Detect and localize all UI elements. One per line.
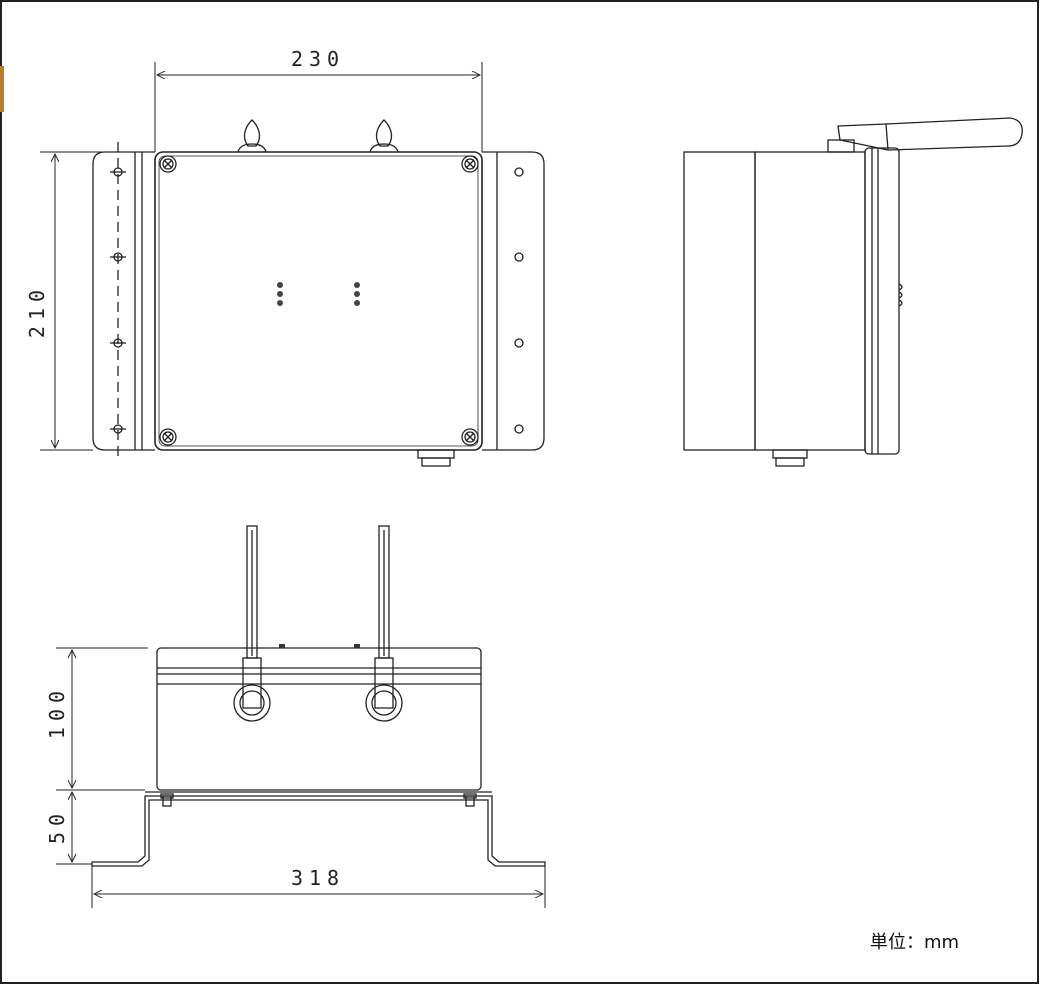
dimension-top-height xyxy=(40,151,155,451)
dim-label-318: 318 xyxy=(291,866,345,890)
left-bracket-holes xyxy=(110,167,126,434)
bottom-connector-top xyxy=(417,449,455,467)
antennas-front xyxy=(233,525,403,722)
corner-screws xyxy=(159,155,479,446)
mounting-bracket-front xyxy=(91,795,546,867)
dimension-bracket-height xyxy=(56,792,92,865)
side-bracket xyxy=(683,151,756,451)
front-view xyxy=(91,525,546,867)
side-view xyxy=(683,117,1023,467)
dimension-overall-width xyxy=(91,866,546,908)
bracket-bolts xyxy=(160,793,477,807)
side-body xyxy=(754,151,866,451)
top-view xyxy=(92,119,545,467)
dimension-front-height xyxy=(56,647,148,791)
dim-label-230: 230 xyxy=(291,47,345,71)
antenna-mounts-top xyxy=(237,119,399,153)
side-lid xyxy=(864,147,900,455)
right-bracket-holes xyxy=(514,167,524,434)
dim-label-210: 210 xyxy=(25,284,49,338)
side-antenna xyxy=(837,117,1023,151)
left-bracket-flange xyxy=(92,151,155,451)
enclosure-body-front xyxy=(156,647,482,791)
front-leds xyxy=(279,644,360,648)
units-label: 単位：mm xyxy=(870,932,960,953)
dim-label-50: 50 xyxy=(45,808,69,844)
left-edge-marker xyxy=(0,66,4,112)
enclosure-body-top xyxy=(154,151,483,451)
dimension-top-width xyxy=(154,62,483,152)
indicator-dots xyxy=(277,282,360,306)
dim-label-100: 100 xyxy=(45,685,69,739)
right-bracket-flange xyxy=(482,151,545,451)
